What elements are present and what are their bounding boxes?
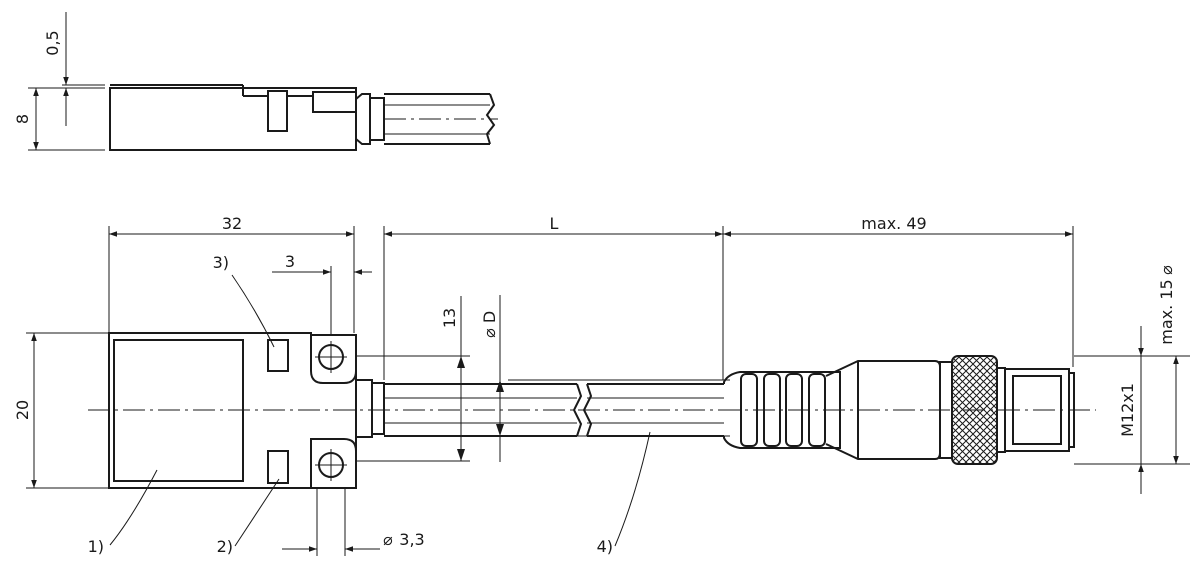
callout-4: 4) (597, 537, 613, 556)
diameter-symbol-d: ⌀ (480, 328, 499, 338)
led-indicator-bottom (267, 450, 289, 484)
hole-diameter-label: 3,3 (399, 530, 424, 549)
front-view: 32 L max. 49 3 20 13 ⌀ D ⌀ 3,3 M12x (13, 214, 1190, 556)
cable (384, 383, 724, 437)
callout-2: 2) (217, 537, 233, 556)
diameter-symbol-hole: ⌀ (383, 530, 393, 549)
height-label: 20 (13, 400, 32, 420)
connector-length-label: max. 49 (861, 214, 926, 233)
thread-label: M12x1 (1118, 383, 1137, 437)
led-indicator-top (267, 339, 289, 372)
callout-3: 3) (213, 253, 229, 272)
side-height-label: 8 (13, 114, 32, 124)
cable-diameter-label: D (480, 311, 499, 323)
side-view: 8 0,5 (13, 12, 498, 151)
body-length-label: 32 (222, 214, 242, 233)
hole-spacing-label: 13 (440, 308, 459, 328)
cable-length-label: L (550, 214, 559, 233)
hole-offset-label: 3 (285, 252, 295, 271)
callout-1: 1) (88, 537, 104, 556)
connector-diameter-label: max. 15 (1157, 279, 1176, 344)
side-housing (109, 87, 357, 151)
cover-offset-label: 0,5 (43, 30, 62, 55)
diameter-symbol-connector: ⌀ (1157, 265, 1176, 275)
